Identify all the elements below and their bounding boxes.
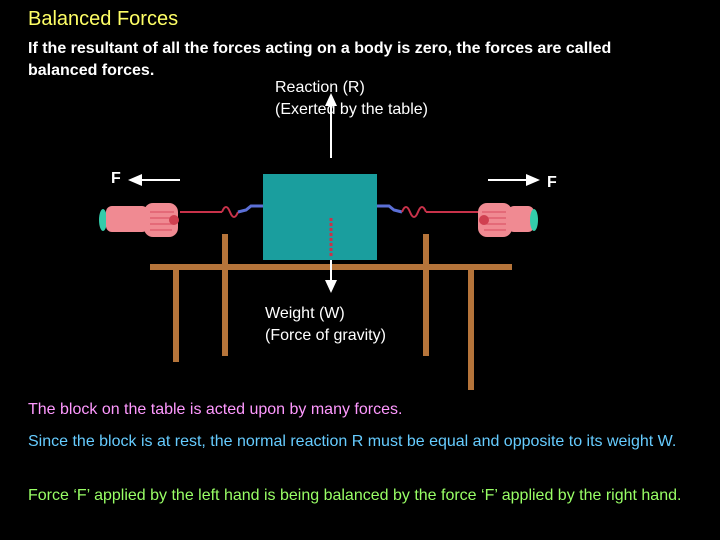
force-left-label: F [111,168,121,190]
force-left-arrow [128,174,180,186]
note-hand-forces: Force ‘F’ applied by the left hand is be… [28,485,698,507]
right-hand-icon [478,203,538,237]
force-right-label: F [547,172,557,194]
weight-label-line1: Weight (W) [265,303,386,325]
reaction-label-line2: (Exerted by the table) [275,99,428,121]
reaction-label-line1: Reaction (R) [275,77,428,99]
reaction-label: Reaction (R) (Exerted by the table) [275,77,428,121]
block-icon [263,174,377,260]
weight-label: Weight (W) (Force of gravity) [265,303,386,347]
weight-label-line2: (Force of gravity) [265,325,386,347]
left-hand-icon [99,203,179,237]
force-right-arrow [488,174,540,186]
spring-icon [180,206,263,217]
spring-icon [377,206,482,217]
note-reaction-weight: Since the block is at rest, the normal r… [28,431,698,453]
note-block-forces: The block on the table is acted upon by … [28,399,698,421]
